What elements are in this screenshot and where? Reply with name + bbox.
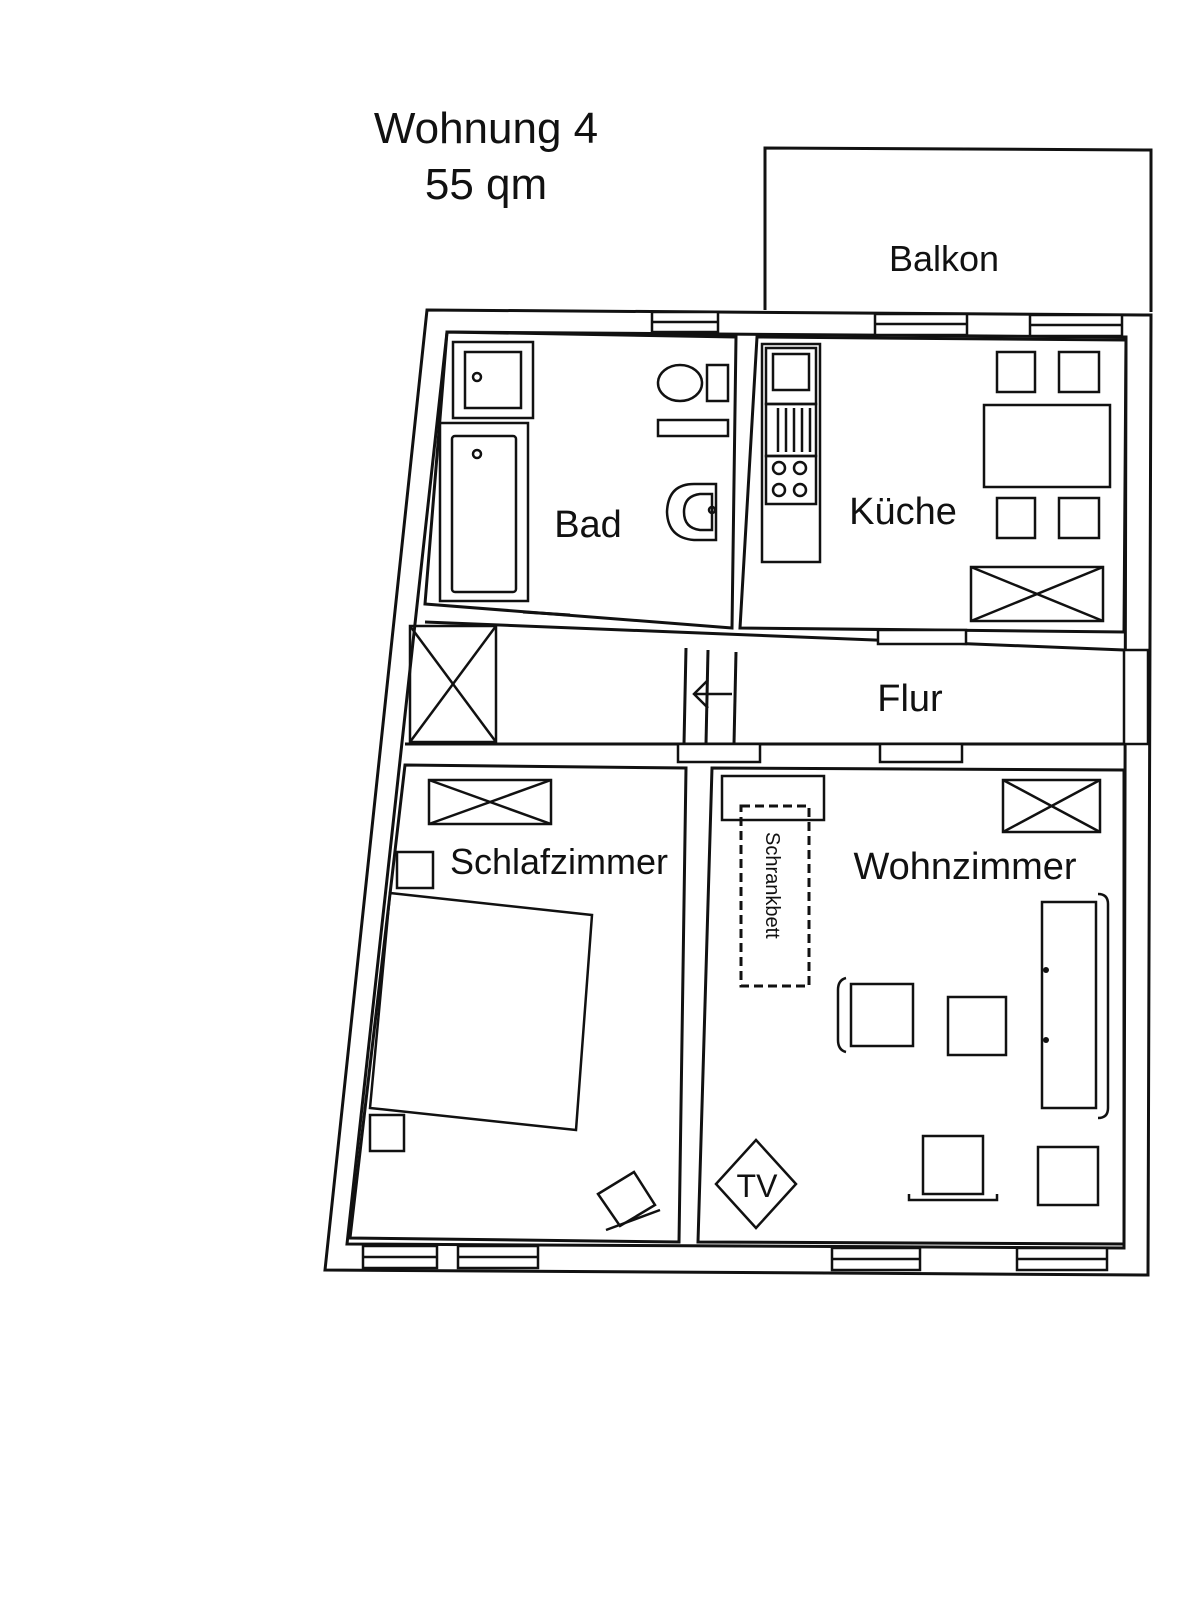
balkon-area: Balkon	[763, 146, 1153, 312]
hall-wardrobe-icon	[408, 624, 498, 744]
bad-label: Bad	[554, 504, 622, 546]
dining-table-icon	[982, 350, 1112, 540]
tv-icon: TV	[714, 1138, 798, 1230]
plan-title: Wohnung 4	[374, 104, 598, 153]
toilet-icon	[656, 363, 730, 403]
room-kueche: Küche	[738, 335, 1128, 634]
entrance-door-icon	[682, 647, 738, 745]
schrankbett-label: Schrankbett	[761, 832, 783, 939]
bedroom-wardrobe-icon	[427, 778, 553, 826]
coffee-table-icon	[946, 995, 1008, 1057]
room-bad: Bad	[423, 330, 738, 630]
schrankbett-icon: Schrankbett	[720, 774, 826, 988]
tv-label: TV	[737, 1168, 779, 1204]
bedroom-chair-icon	[596, 1170, 661, 1232]
bathtub-icon	[438, 421, 530, 603]
living-cabinet-icon	[1001, 778, 1102, 834]
balkon-label: Balkon	[889, 238, 999, 279]
sofa-icon	[1040, 892, 1110, 1120]
washing-machine-icon	[451, 340, 535, 420]
wohnzimmer-label: Wohnzimmer	[853, 846, 1076, 888]
windows-top	[650, 310, 1124, 338]
schlafzimmer-label: Schlafzimmer	[450, 841, 668, 882]
room-schlafzimmer: Schlafzimmer	[348, 763, 688, 1244]
kueche-label: Küche	[849, 491, 957, 533]
bed-icon	[368, 891, 594, 1132]
nightstand-bottom-icon	[368, 1113, 406, 1153]
flur-right-opening	[1122, 648, 1150, 746]
windows-bottom	[361, 1244, 1109, 1272]
plan-area: 55 qm	[425, 160, 547, 209]
sink-icon	[665, 482, 718, 542]
nightstand-top-icon	[395, 850, 435, 890]
room-wohnzimmer: Wohnzimmer Schrankbett	[696, 766, 1126, 1246]
flur-label: Flur	[877, 678, 943, 720]
armchair-bottom-icon	[907, 1134, 999, 1202]
towel-rail-icon	[656, 418, 730, 438]
armchair-left-icon	[836, 976, 915, 1054]
room-flur: Flur	[405, 620, 1150, 764]
side-chair-icon	[1036, 1145, 1100, 1207]
kitchen-cabinet-icon	[969, 565, 1105, 623]
entrance-arrow-icon	[692, 679, 732, 709]
kitchen-counter-icon	[760, 342, 822, 564]
